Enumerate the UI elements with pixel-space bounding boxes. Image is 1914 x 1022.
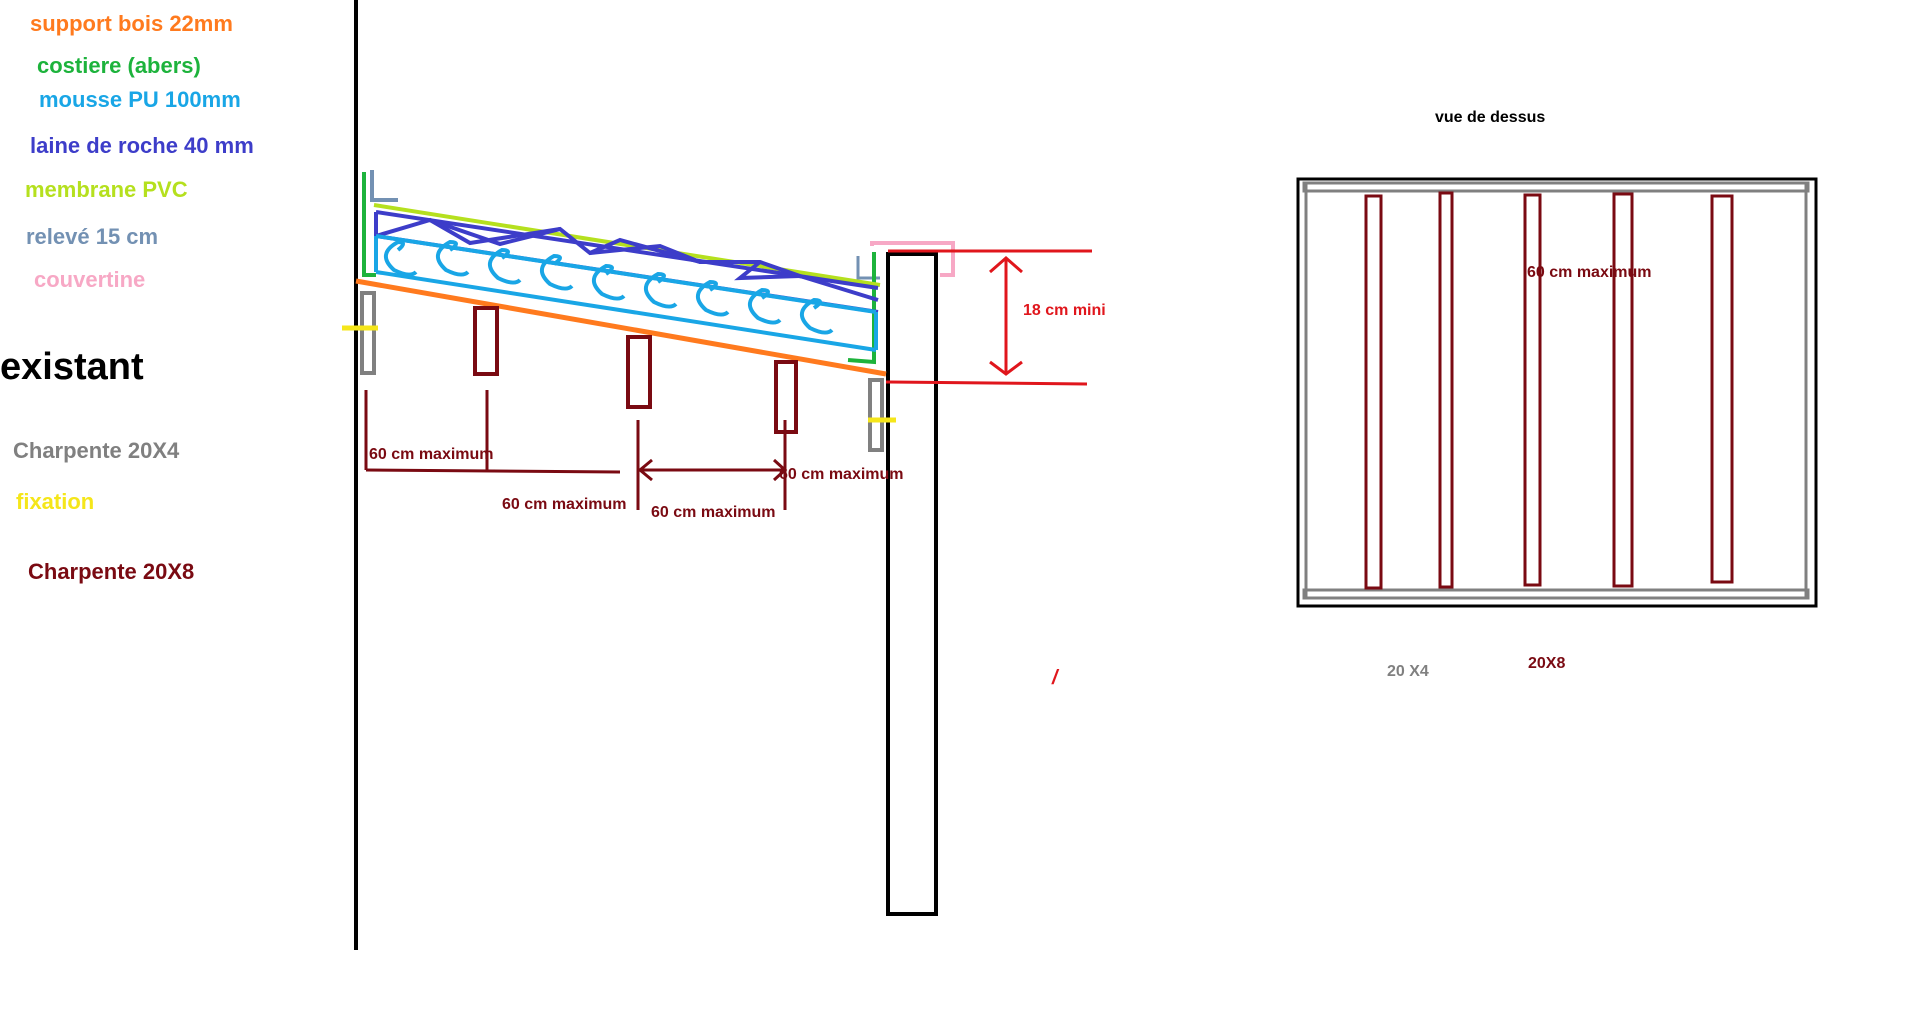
legend-charpente-20x4: Charpente 20X4 — [13, 438, 180, 463]
top-view-label-20x4: 20 X4 — [1387, 663, 1429, 680]
legend-support-bois: support bois 22mm — [30, 11, 233, 36]
height-label: 18 cm mini — [1023, 302, 1106, 319]
legend-fixation: fixation — [16, 489, 95, 514]
joist-20x4-right — [868, 378, 884, 452]
dimension-lines — [364, 390, 788, 510]
dim-label-3: 60 cm maximum — [651, 504, 776, 521]
support-bois-line — [355, 278, 887, 377]
joists-20x8 — [473, 306, 798, 434]
top-view-spacing-label: 60 cm maximum — [1527, 264, 1652, 281]
stray-mark: / — [1052, 667, 1058, 689]
legend-mousse-pu: mousse PU 100mm — [39, 87, 241, 112]
legend-laine-de-roche: laine de roche 40 mm — [30, 133, 254, 158]
existing-title: existant — [0, 346, 144, 388]
top-view-joists-20x8 — [1364, 191, 1734, 590]
top-view-label-20x8: 20X8 — [1528, 655, 1566, 672]
top-view-title: vue de dessus — [1435, 109, 1546, 126]
legend-costiere: costiere (abers) — [37, 53, 201, 78]
top-view-frame — [1296, 177, 1818, 608]
height-dimension — [885, 249, 1092, 386]
releve-shape-right — [856, 256, 880, 280]
releve-shape-left — [370, 170, 398, 202]
dim-label-4: 60 cm maximum — [779, 466, 904, 483]
legend-membrane-pvc: membrane PVC — [25, 177, 188, 202]
parapet-wall — [886, 252, 938, 916]
costiere-left — [362, 172, 376, 277]
joist-20x4-left — [360, 291, 376, 375]
mousse-pu-layer — [374, 234, 878, 352]
couvertine-shape — [870, 241, 955, 277]
dim-label-1: 60 cm maximum — [369, 446, 494, 463]
legend-couvertine: couvertine — [34, 267, 146, 292]
membrane-pvc-line — [373, 203, 881, 287]
dim-label-2: 60 cm maximum — [502, 496, 627, 513]
legend-charpente-20x8: Charpente 20X8 — [28, 559, 195, 584]
legend-releve: relevé 15 cm — [26, 224, 159, 249]
